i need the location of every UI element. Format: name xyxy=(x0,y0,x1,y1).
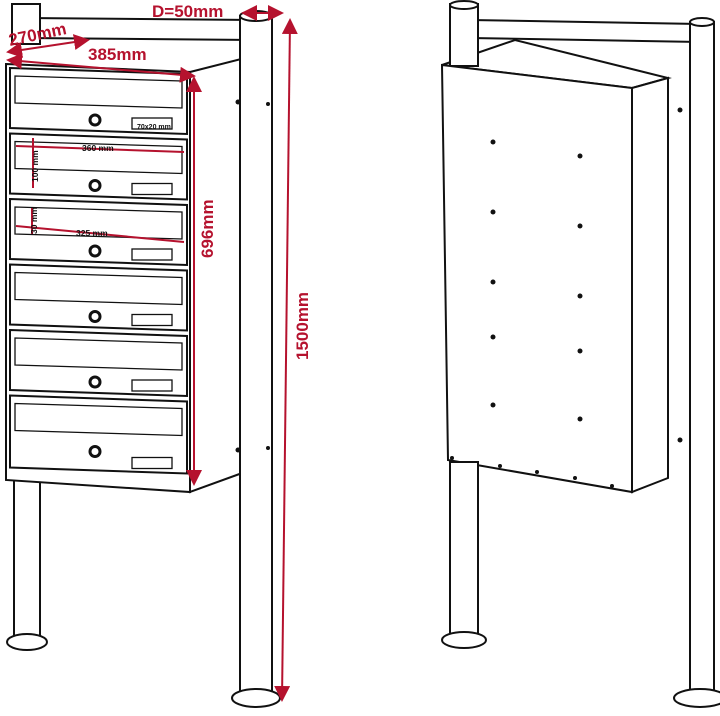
mounting-holes xyxy=(450,139,614,488)
mail-slot xyxy=(14,402,183,437)
mail-slot xyxy=(14,271,183,306)
lock-icon xyxy=(88,179,102,192)
name-plate xyxy=(131,313,173,327)
lock-icon xyxy=(88,445,102,458)
mounting-hole xyxy=(490,279,496,285)
rivet xyxy=(610,484,614,488)
dim-slot-width: 360 mm xyxy=(82,143,114,153)
name-plate xyxy=(131,456,173,470)
mounting-hole xyxy=(490,402,496,408)
lock-icon xyxy=(88,244,102,258)
name-plate xyxy=(131,182,173,196)
back-view xyxy=(440,0,720,708)
mounting-hole xyxy=(577,416,583,422)
dim-width: 385mm xyxy=(88,45,147,64)
rivet xyxy=(498,464,502,468)
mounting-hole xyxy=(577,293,583,299)
dim-slot-height: 30 mm xyxy=(29,207,39,234)
rivet xyxy=(535,470,539,474)
mounting-hole xyxy=(490,209,496,215)
left-post-foot xyxy=(6,633,48,651)
back-left-post-bottom xyxy=(449,461,479,639)
front-view: D=50mm 270mm 385mm 696mm 1500mm 360 mm 1… xyxy=(5,2,312,708)
dim-slot-length: 325 mm xyxy=(76,228,108,238)
name-plate xyxy=(131,248,173,261)
dim-door-height: 100 mm xyxy=(30,150,40,182)
dim-total-height: 1500mm xyxy=(293,292,312,360)
right-post xyxy=(239,15,273,693)
box-side xyxy=(189,56,246,494)
dim-name-plate: 70x20 mm xyxy=(137,124,171,131)
top-rail-back xyxy=(469,18,701,44)
rivet xyxy=(573,476,577,480)
mounting-hole xyxy=(490,139,496,145)
mounting-hole xyxy=(490,334,496,340)
mounting-hole xyxy=(577,223,583,229)
mail-slot xyxy=(14,337,183,371)
back-right-post xyxy=(689,21,715,695)
mail-slot xyxy=(14,140,183,175)
lock-icon xyxy=(88,310,102,323)
box-back-panel xyxy=(440,63,633,494)
right-post-foot xyxy=(231,688,281,708)
mounting-hole xyxy=(577,348,583,354)
lock-icon xyxy=(88,113,102,127)
mounting-hole xyxy=(577,153,583,159)
name-plate xyxy=(131,117,173,130)
dim-box-height: 696mm xyxy=(198,199,217,258)
rivet xyxy=(450,456,454,460)
left-post-bottom xyxy=(13,479,41,641)
back-left-post-top xyxy=(449,3,479,67)
lock-icon xyxy=(88,375,102,389)
mail-slot xyxy=(14,206,183,240)
dim-post-diameter: D=50mm xyxy=(152,2,223,21)
name-plate xyxy=(131,379,173,392)
box-side-back xyxy=(631,76,669,494)
